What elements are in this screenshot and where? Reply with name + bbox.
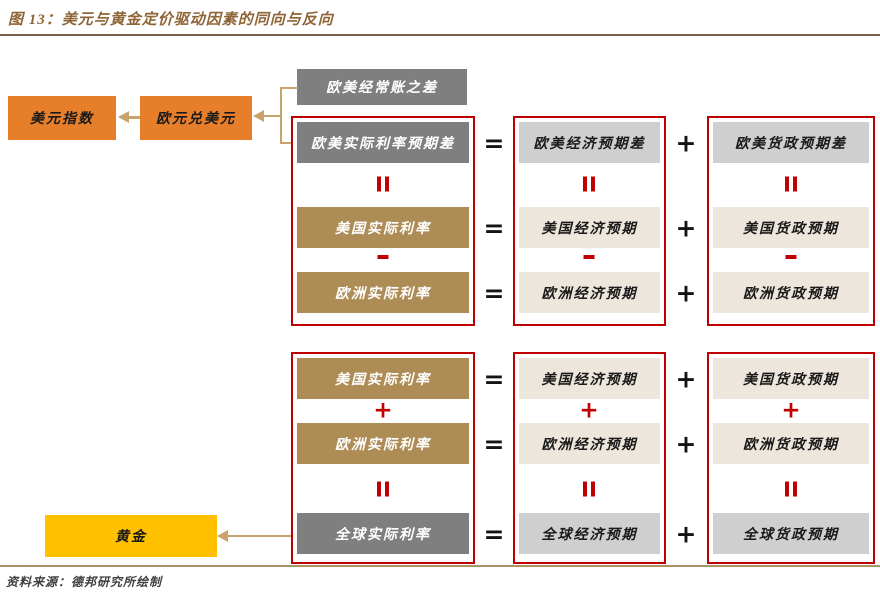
title-underline [0,34,880,36]
red-frame-gold-real-rate [291,352,475,564]
vertical-equals-icon [583,481,595,497]
box-global-monetary: 全球货政预期 [713,513,869,554]
connector-bracket-top [280,87,298,89]
plus-operator: + [675,364,697,394]
red-frame-gold-monetary [707,352,875,564]
box-us-econ: 美国经济预期 [519,207,660,248]
box-eur-usd: 欧元兑美元 [140,96,252,140]
box-econ-diff: 欧美经济预期差 [519,122,660,163]
arrow-left-icon [118,111,129,123]
page-title: 图 13：美元与黄金定价驱动因素的同向与反向 [8,12,334,28]
box-us-real-rate: 美国实际利率 [297,207,469,248]
footer-rule [0,565,880,567]
equals-operator: = [483,519,505,549]
equals-operator: = [483,429,505,459]
plus-operator: + [675,519,697,549]
box-us-monetary: 美国货政预期 [713,207,869,248]
minus-operator-icon [377,255,389,259]
box-us-econ-2: 美国经济预期 [519,358,660,399]
red-frame-usd-monetary [707,116,875,326]
box-eu-monetary-2: 欧洲货政预期 [713,423,869,464]
arrow-left-icon [253,110,264,122]
box-current-account-diff: 欧美经常账之差 [297,69,467,105]
red-frame-usd-real-rate [291,116,475,326]
box-global-econ: 全球经济预期 [519,513,660,554]
box-usd-index: 美元指数 [8,96,116,140]
box-eu-econ-2: 欧洲经济预期 [519,423,660,464]
arrow-line-eurusd-to-usdindex [128,116,140,119]
connector-bracket-vertical [280,88,282,144]
vertical-equals-icon [377,481,389,497]
equals-operator: = [483,364,505,394]
plus-operator-red: + [579,397,599,424]
plus-operator-red: + [373,397,393,424]
box-gold: 黄金 [45,515,217,557]
minus-operator-icon [583,255,595,259]
box-eu-econ: 欧洲经济预期 [519,272,660,313]
equals-operator: = [483,128,505,158]
box-monetary-diff: 欧美货政预期差 [713,122,869,163]
arrow-left-icon [217,530,228,542]
equals-operator: = [483,278,505,308]
red-frame-gold-economy [513,352,666,564]
plus-operator: + [675,213,697,243]
equals-operator: = [483,213,505,243]
plus-operator: + [675,429,697,459]
box-real-rate-diff: 欧美实际利率预期差 [297,122,469,163]
box-eu-monetary: 欧洲货政预期 [713,272,869,313]
box-us-monetary-2: 美国货政预期 [713,358,869,399]
arrow-line-bracket-to-eurusd [263,115,281,117]
box-global-real-rate: 全球实际利率 [297,513,469,554]
box-eu-real-rate: 欧洲实际利率 [297,272,469,313]
vertical-equals-icon [377,176,389,192]
vertical-equals-icon [785,481,797,497]
plus-operator: + [675,278,697,308]
source-note: 资料来源：德邦研究所绘制 [6,575,163,589]
plus-operator-red: + [781,397,801,424]
minus-operator-icon [785,255,797,259]
red-frame-usd-economy [513,116,666,326]
vertical-equals-icon [583,176,595,192]
box-us-real-rate-2: 美国实际利率 [297,358,469,399]
box-eu-real-rate-2: 欧洲实际利率 [297,423,469,464]
vertical-equals-icon [785,176,797,192]
plus-operator: + [675,128,697,158]
connector-bracket-bottom [280,142,293,144]
arrow-line-globalrate-to-gold [228,535,291,537]
